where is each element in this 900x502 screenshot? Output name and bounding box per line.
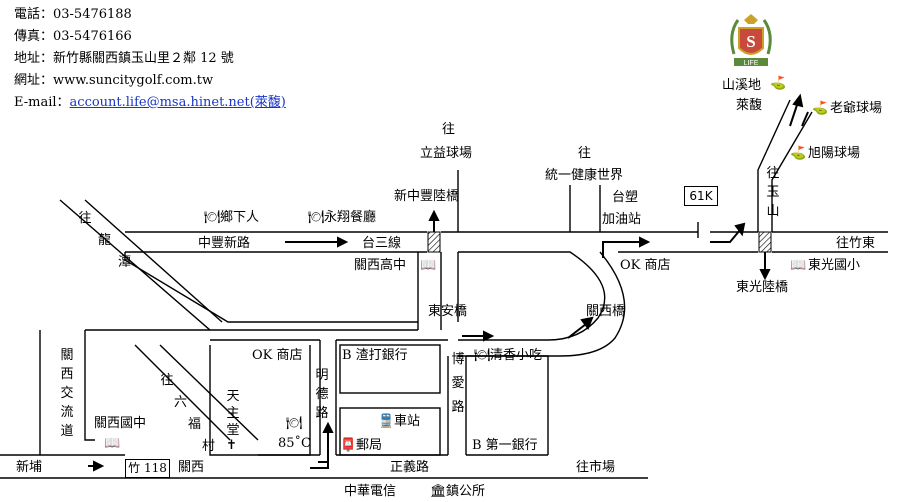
label-boai-rd: 博愛路 [451, 352, 465, 415]
bridge-xinzhongfeng [427, 231, 441, 253]
arrow-laoye [801, 111, 809, 127]
km-marker: 61K [684, 186, 718, 206]
arrow-ok [602, 241, 640, 258]
label-dongguang-school: 東光國小 [808, 258, 861, 273]
label-scb-bank: B 渣打銀行 [342, 348, 408, 363]
label-shanxi: 山溪地 [722, 78, 762, 93]
label-laoye: 老爺球場 [830, 101, 883, 116]
road-yushan-west [757, 99, 791, 232]
label-guanxi-bridge: 關西橋 [586, 304, 626, 319]
road-liufu-a [134, 344, 231, 441]
restaurant-icon-85c: 🍽 [286, 416, 303, 431]
block-station [339, 407, 441, 456]
email-line: E-mail：account.life@msa.hinet.net(萊馥) [14, 92, 286, 114]
website-text: 網址：www.suncitygolf.com.tw [14, 73, 214, 88]
life-logo: S LIFE [730, 14, 772, 67]
label-laifu: 萊馥 [736, 98, 763, 113]
golf-icon-xuyang: ⛳ [790, 146, 807, 161]
label-wang-market: 往市場 [576, 460, 616, 475]
block-church [209, 345, 311, 456]
email-link[interactable]: account.life@msa.hinet.net(萊馥) [69, 95, 286, 110]
restaurant-icon-qingxiang: 🍽 [474, 348, 491, 363]
label-wang-tongyi: 往 [578, 146, 592, 161]
label-85c: 85˚C [278, 436, 311, 451]
logo-letter: S [746, 32, 755, 51]
label-taisu: 台塑 [612, 190, 639, 205]
label-post: 郵局 [356, 438, 383, 453]
arrow-shanxi [789, 101, 799, 127]
phone-text: 電話：03-5476188 [14, 7, 132, 22]
label-ok-west: OK 商店 [252, 348, 303, 363]
label-zhengyi-rd: 正義路 [390, 460, 430, 475]
label-xiangxiaren: 鄉下人 [220, 210, 260, 225]
label-tai3: 台三線 [362, 236, 402, 251]
label-wang-liufu: 往六福村 [160, 373, 216, 454]
address-text: 地址：新竹縣關西鎮玉山里２鄰 12 號 [14, 51, 234, 66]
train-icon: 🚆 [378, 414, 395, 429]
arrow-church-mingde [310, 455, 329, 469]
label-dongan: 東安橋 [428, 304, 468, 319]
label-station: 車站 [394, 414, 421, 429]
arrow-yushan [710, 229, 741, 243]
road-jiaoliu-b [84, 330, 95, 441]
label-wang-longtan: 往龍潭 [78, 211, 132, 270]
label-guanxi: 關西 [178, 460, 205, 475]
golf-icon-laoye: ⛳ [812, 101, 829, 116]
office-icon: 🏛 [430, 484, 447, 499]
label-tongyi: 統一健康世界 [545, 168, 624, 183]
restaurant-icon-xiangxiaren: 🍽 [204, 210, 221, 225]
label-wang-liyi: 往 [442, 122, 456, 137]
book-icon-dongguang: 📖 [790, 258, 807, 273]
fax-text: 傳真：03-5476166 [14, 29, 132, 44]
label-liyi: 立益球場 [420, 146, 473, 161]
road-yushan-east [771, 111, 813, 232]
bridge-dongguang [758, 231, 772, 253]
road-curve-south [458, 251, 626, 357]
label-guanxi-high: 關西高中 [354, 258, 407, 273]
church-icon: ✝ [226, 438, 237, 453]
label-xuyang: 旭陽球場 [808, 146, 861, 161]
label-church: 天主堂 [226, 389, 240, 438]
email-prefix: E-mail： [14, 95, 70, 110]
post-icon: 📮 [340, 438, 357, 453]
road-sign-zhu118: 竹 118 [125, 459, 170, 478]
block-scb [339, 344, 441, 394]
label-xinpu: 新埔 [16, 460, 43, 475]
label-dongguang-bridge: 東光陸橋 [736, 280, 789, 295]
label-wang-yushan: 往玉山 [766, 166, 780, 219]
label-guanxi-jiaoliudao: 關西交流道 [60, 348, 74, 439]
label-first-bank: B 第一銀行 [472, 438, 538, 453]
road-longtan-inner [84, 199, 223, 323]
label-xinzhongfeng: 新中豐陸橋 [394, 189, 460, 204]
label-gas-station: 加油站 [602, 212, 642, 227]
label-qingxiang: 清香小吃 [490, 348, 543, 363]
label-yongxiang: 永翔餐廳 [324, 210, 377, 225]
label-wang-zhudong: 往竹東 [836, 236, 876, 251]
logo-text: LIFE [744, 60, 759, 67]
label-guanxi-junior: 關西國中 [94, 416, 147, 431]
label-cht: 中華電信 [344, 484, 397, 499]
book-icon-guanxi-junior: 📖 [104, 436, 121, 451]
label-ok-east: OK 商店 [620, 258, 671, 273]
label-zhongfeng-rd: 中豐新路 [198, 236, 251, 251]
road-curve-north [458, 251, 606, 341]
arrow-guanxi-bridge [567, 323, 587, 339]
road-inner-loop [124, 252, 418, 323]
label-town-office: 鎮公所 [446, 484, 486, 499]
golf-icon-shanxi: ⛳ [770, 76, 787, 91]
label-mingde-rd: 明德路 [315, 368, 329, 421]
restaurant-icon-yongxiang: 🍽 [308, 210, 325, 225]
road-liufu-b [159, 344, 259, 441]
book-icon-guanxi-high: 📖 [420, 258, 437, 273]
